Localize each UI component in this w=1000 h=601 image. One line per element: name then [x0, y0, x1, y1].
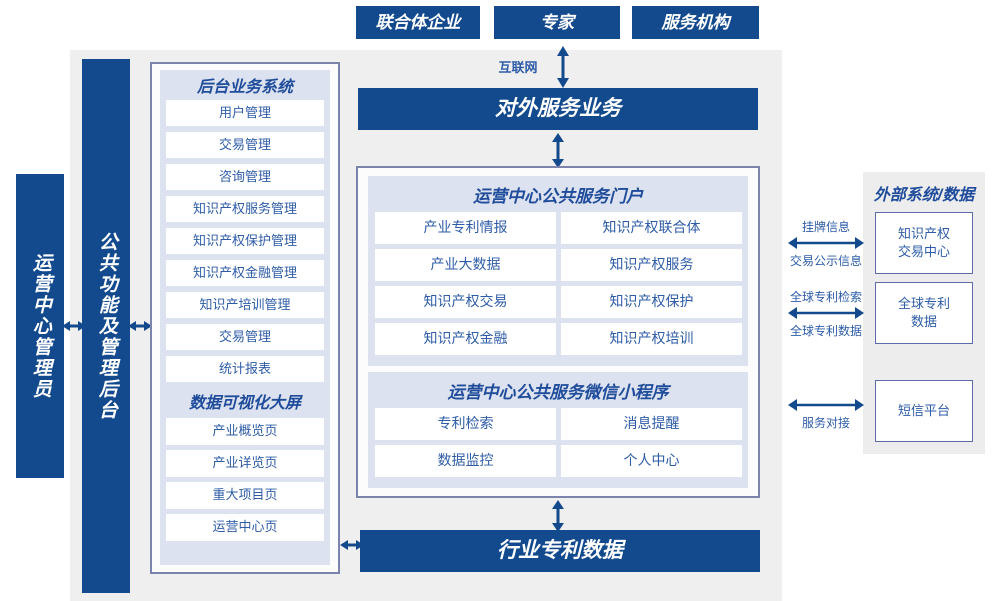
internet-arrow-icon	[552, 46, 574, 88]
external-connector-0-arrow-icon	[788, 233, 864, 253]
external-connector-1-label-above: 全球专利检索	[789, 289, 862, 304]
role-operator-label: 运营中心管理员	[29, 252, 51, 400]
visualization-item-2[interactable]: 重大项目页	[166, 482, 324, 509]
external-box-line1: 知识产权	[897, 226, 950, 242]
top-actor-service-agency[interactable]: 服务机构	[632, 6, 759, 39]
mini-program-item-3[interactable]: 个人中心	[561, 445, 742, 477]
backend-system-title: 后台业务系统	[196, 79, 293, 96]
mini-program-item-0[interactable]: 专利检索	[375, 408, 556, 440]
backend-item-3[interactable]: 知识产权服务管理	[166, 196, 324, 222]
backend-item-7[interactable]: 交易管理	[166, 324, 324, 350]
external-connector-2-arrow-icon	[788, 395, 864, 415]
backend-column-arrow-icon	[128, 316, 152, 336]
portal-item-1[interactable]: 知识产权联合体	[561, 212, 742, 244]
service-to-portal-arrow-icon	[547, 133, 569, 168]
external-systems-title: 外部系统/数据	[873, 187, 975, 204]
external-service-bar[interactable]: 对外服务业务	[358, 88, 758, 130]
role-common-backend-label: 公共功能及管理后台	[95, 231, 117, 421]
external-system-global-patent-data[interactable]: 全球专利 数据	[875, 282, 973, 344]
service-portal-title: 运营中心公共服务门户	[473, 186, 643, 206]
top-actor-consortium[interactable]: 联合体企业	[356, 6, 480, 39]
role-operator[interactable]: 运营中心管理员	[16, 174, 64, 478]
external-box-line1: 短信平台	[897, 403, 950, 419]
mini-program-item-2[interactable]: 数据监控	[375, 445, 556, 477]
external-connector-1-label-below: 全球专利数据	[789, 323, 862, 338]
portal-item-5[interactable]: 知识产权保护	[561, 286, 742, 318]
external-system-sms-platform[interactable]: 短信平台	[875, 380, 973, 442]
external-box-line2: 数据	[910, 314, 937, 329]
external-box-line1: 全球专利	[897, 296, 950, 312]
backend-item-1[interactable]: 交易管理	[166, 132, 324, 158]
external-connector-1-arrow-icon	[788, 303, 864, 323]
backend-item-5[interactable]: 知识产权金融管理	[166, 260, 324, 286]
external-connector-0-label-above: 挂牌信息	[801, 219, 850, 234]
role-common-backend[interactable]: 公共功能及管理后台	[82, 59, 130, 593]
backend-item-8[interactable]: 统计报表	[166, 356, 324, 382]
external-box-line2: 交易中心	[897, 244, 950, 259]
operator-backend-arrow-icon	[62, 316, 86, 336]
external-system-ip-trading-center[interactable]: 知识产权 交易中心	[875, 212, 973, 274]
mini-program-title: 运营中心公共服务微信小程序	[447, 382, 669, 402]
mini-program-item-1[interactable]: 消息提醒	[561, 408, 742, 440]
portal-item-6[interactable]: 知识产权金融	[375, 323, 556, 355]
portal-item-3[interactable]: 知识产权服务	[561, 249, 742, 281]
visualization-item-3[interactable]: 运营中心页	[166, 514, 324, 541]
external-connector-0-label-below: 交易公示信息	[789, 253, 862, 268]
visualization-item-1[interactable]: 产业详览页	[166, 450, 324, 477]
portal-item-7[interactable]: 知识产权培训	[561, 323, 742, 355]
visualization-item-0[interactable]: 产业概览页	[166, 418, 324, 445]
top-actor-expert[interactable]: 专家	[494, 6, 620, 39]
portal-item-2[interactable]: 产业大数据	[375, 249, 556, 281]
portal-item-4[interactable]: 知识产权交易	[375, 286, 556, 318]
backend-item-4[interactable]: 知识产权保护管理	[166, 228, 324, 254]
backend-item-2[interactable]: 咨询管理	[166, 164, 324, 190]
backend-item-0[interactable]: 用户管理	[166, 100, 324, 126]
internet-label: 互联网	[498, 59, 538, 75]
backend-item-6[interactable]: 知识产培训管理	[166, 292, 324, 318]
industry-patent-data-bar[interactable]: 行业专利数据	[360, 530, 760, 572]
portal-item-0[interactable]: 产业专利情报	[375, 212, 556, 244]
portal-to-patentdata-arrow-icon	[547, 500, 569, 532]
external-connector-2-label-below: 服务对接	[801, 415, 850, 430]
visualization-title: 数据可视化大屏	[188, 395, 301, 412]
